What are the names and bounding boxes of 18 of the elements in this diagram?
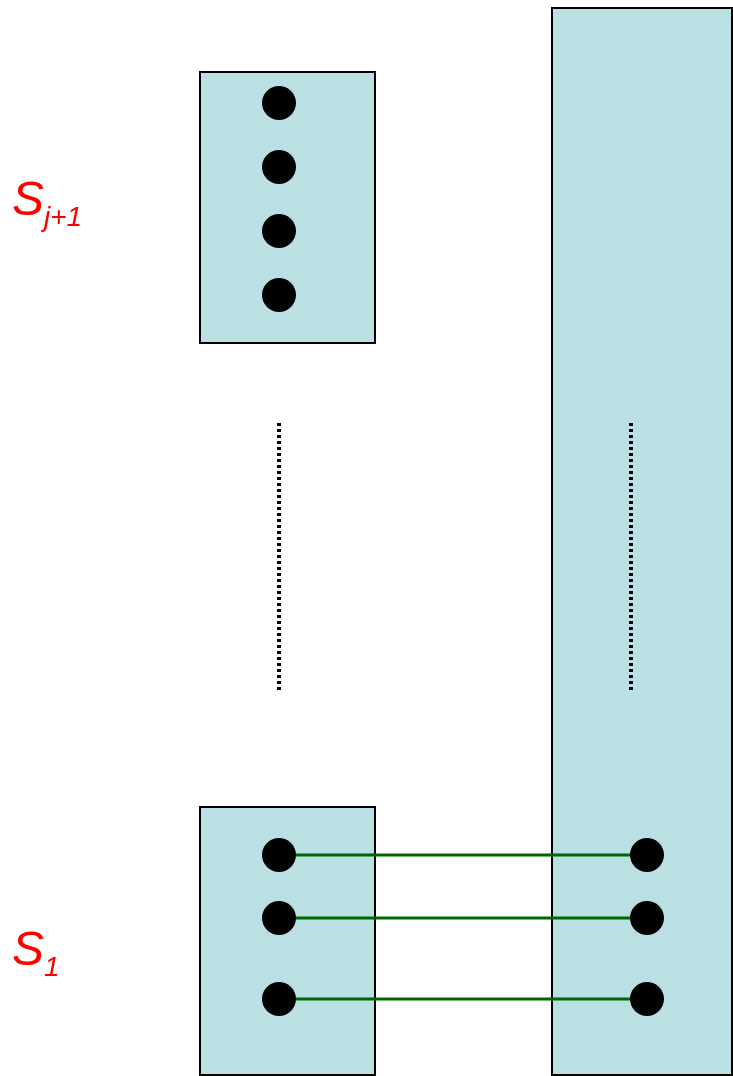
element-dot [262,901,296,935]
connector-line [296,916,630,920]
element-dot [262,214,296,248]
set-label: S$_{1}$ [12,925,60,981]
connector-line [296,853,630,857]
connector-line [296,997,630,1001]
element-dot [630,982,664,1016]
set-label: S$_{j+1}$ [12,175,83,231]
element-dot [262,982,296,1016]
set-box [199,806,376,1076]
set-box [551,7,733,1076]
element-dot [262,278,296,312]
element-dot [630,838,664,872]
element-dot [262,838,296,872]
element-dot [630,901,664,935]
element-dot [262,150,296,184]
element-dot [262,86,296,120]
set-box [199,71,376,344]
